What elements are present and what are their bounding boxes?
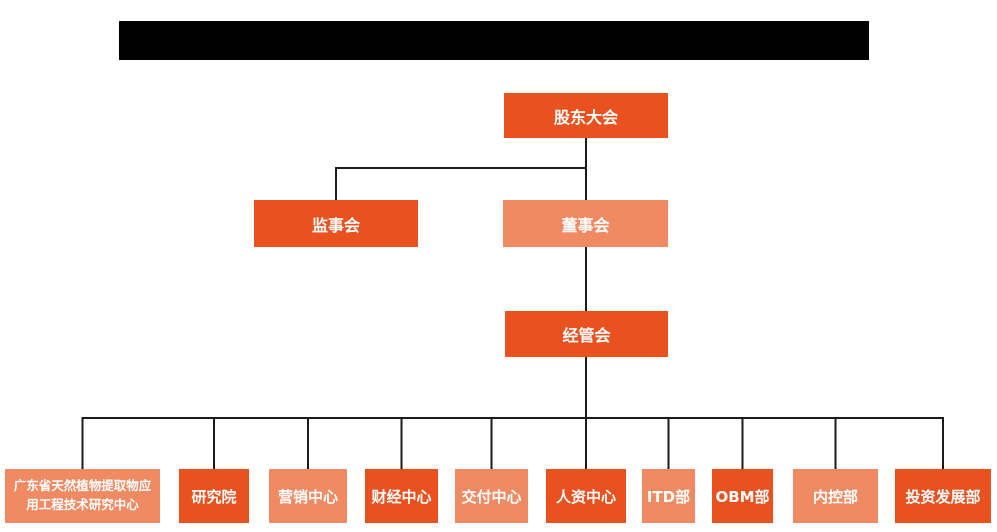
node-label: 广东省天然植物提取物应用工程技术研究中心 [13,478,152,512]
node-dept-investment-development: 投资发展部 [895,469,991,523]
node-label: 经管会 [562,326,611,345]
node-label: OBM部 [715,487,770,506]
node-management-committee: 经管会 [505,311,668,357]
node-label: 研究院 [191,487,237,506]
node-dept-delivery-center: 交付中心 [455,469,528,523]
node-dept-research-center: 广东省天然植物提取物应用工程技术研究中心 [5,469,160,523]
node-board-of-directors: 董事会 [503,200,668,247]
node-label: 人资中心 [555,487,616,506]
node-label: ITD部 [646,487,691,506]
node-label: 监事会 [311,215,360,235]
node-supervisory-board: 监事会 [254,200,418,247]
node-dept-research-institute: 研究院 [179,469,249,523]
node-dept-marketing-center: 营销中心 [269,469,347,523]
node-shareholders-meeting: 股东大会 [504,93,668,138]
node-label: 财经中心 [371,487,432,506]
node-label: 营销中心 [277,487,338,506]
node-dept-finance-center: 财经中心 [365,469,438,523]
redacted-title-bar [119,21,869,60]
node-dept-internal-control: 内控部 [793,469,878,523]
node-dept-hr-center: 人资中心 [546,469,626,523]
node-dept-obm: OBM部 [712,469,773,523]
node-label: 股东大会 [553,107,618,127]
node-dept-itd: ITD部 [642,469,695,523]
node-label: 交付中心 [461,487,522,506]
node-label: 内控部 [812,487,858,506]
node-label: 董事会 [561,215,610,235]
node-label: 投资发展部 [905,487,981,506]
